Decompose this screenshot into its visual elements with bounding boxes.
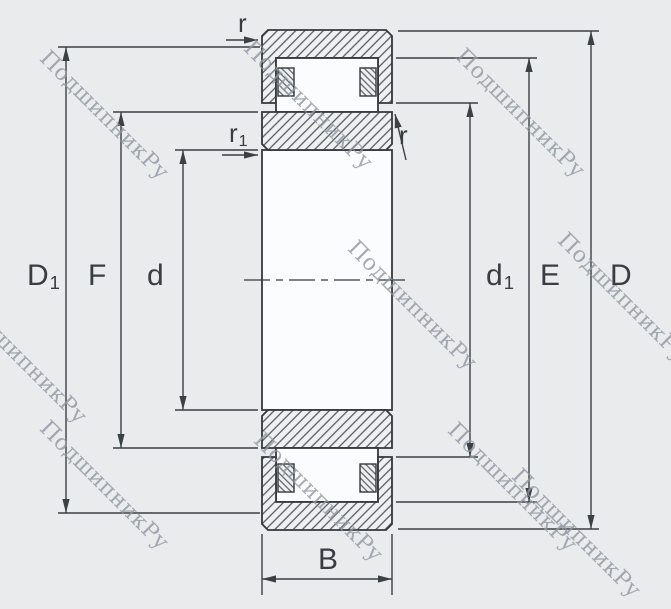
dimension-D1 xyxy=(58,46,260,514)
inner-ring-top xyxy=(261,111,393,151)
outer-ring-bottom xyxy=(261,456,393,531)
dimension-F xyxy=(113,111,258,449)
dimension-B xyxy=(261,534,393,595)
cage-bottom-left xyxy=(277,463,295,493)
dimension-lines xyxy=(58,30,599,595)
dimension-E xyxy=(396,57,537,503)
dimension-D xyxy=(398,30,599,530)
dimension-d xyxy=(175,149,258,411)
cage-top-right xyxy=(359,67,377,97)
cage-top-left xyxy=(277,67,295,97)
dimension-d1 xyxy=(396,102,478,458)
inner-ring-bottom xyxy=(261,409,393,449)
leader-r-right xyxy=(394,113,407,161)
cage-bottom-right xyxy=(359,463,377,493)
bearing-cross-section xyxy=(261,29,393,531)
